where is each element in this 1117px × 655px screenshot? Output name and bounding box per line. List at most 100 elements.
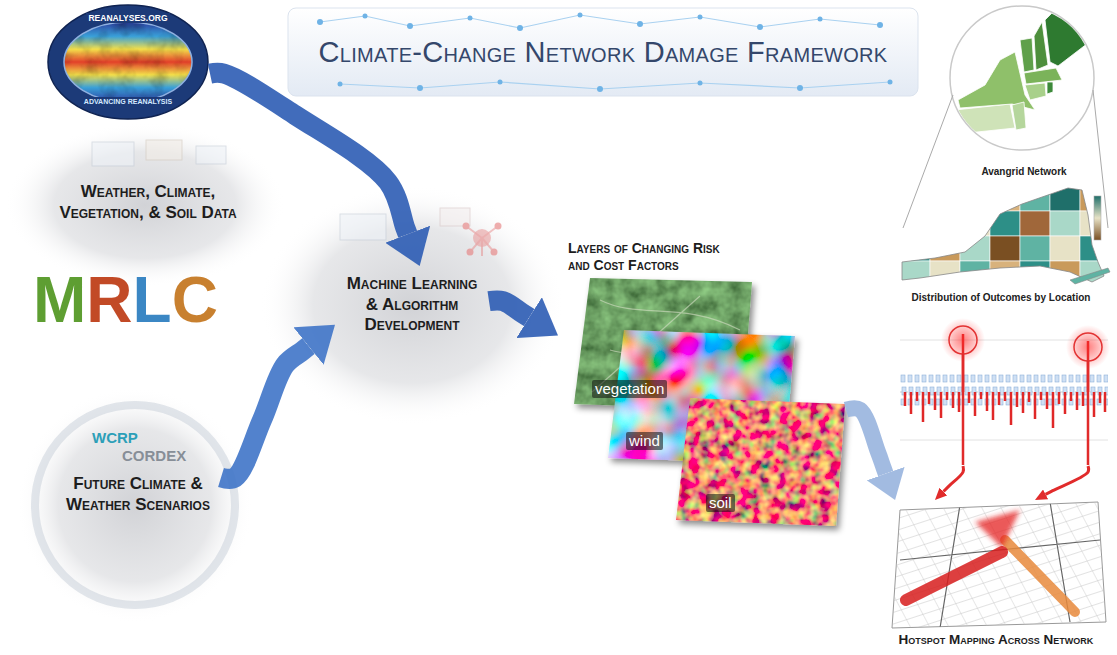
title-banner [468,16,473,21]
logo-wordmark: CORDEX [122,447,186,464]
node-text: Layers of Changing Risk and Cost Factors [568,240,728,274]
hotspot-map: Hotspot Mapping Across Network [880,500,1112,652]
title-banner [417,85,423,91]
county-map [930,211,960,236]
node-text: Hotspot Mapping Across Network [897,632,1096,648]
network-hotspot-map [880,495,1115,635]
county-map [960,186,990,211]
region-map [1020,38,1034,72]
county-map [990,211,1020,236]
node-text: wind [626,432,663,450]
region-map [1047,82,1053,94]
county-map [1094,196,1101,240]
flow-arrow [489,301,529,318]
title-banner [320,15,880,28]
region-map [955,5,1092,134]
county-map [902,188,1104,282]
region-map [1045,5,1092,66]
background-blob [35,405,235,605]
layer-tile: vegetation [574,278,752,410]
faint-thumbnail [196,146,226,164]
flow-arrow [846,408,886,473]
title-banner [877,22,883,28]
title-banner [288,8,918,96]
region-map [950,6,1094,150]
faint-thumbnail [466,226,498,256]
county-map [930,236,960,261]
region-map [1012,102,1026,130]
county-map [1050,236,1080,261]
title-banner [338,82,343,87]
county-map [1020,186,1050,211]
region-map [955,104,1015,134]
process-box: Machine Learning & Algorithm Development [335,266,489,344]
title-banner [578,13,583,18]
node-text: REANALYSES.ORG [86,13,169,23]
county-map [1050,186,1080,211]
logo-wordmark: MRLC [33,268,218,332]
title-banner [517,25,523,31]
node-text: Distribution of Outcomes by Location [910,292,1093,304]
flow-arrow [221,346,309,479]
faint-thumbnail [495,223,502,230]
county-map [990,236,1020,261]
node-text: ADVANCING REANALYSIS [82,97,174,106]
faint-thumbnail [146,140,182,160]
region-map [1025,83,1046,100]
flow-arrow [943,466,963,492]
county-map [900,186,930,211]
title-banner [637,21,643,27]
county-map [1020,261,1050,286]
title-banner [698,81,703,86]
network-hotspot-map [880,495,1115,635]
title-banner [498,80,503,85]
data-source-box: Weather, Climate, Vegetation, & Soil Dat… [40,174,256,231]
region-map [903,5,1108,228]
network-hotspot-map [975,510,1020,548]
county-map [1050,211,1080,236]
node-text: vegetation [592,380,667,398]
reanalysis-logo [64,22,192,102]
outcome-plot [963,354,1088,465]
title-banner [757,24,763,30]
network-hotspot-map [900,502,1100,628]
county-map [960,236,990,261]
title-banner [363,14,368,19]
connector-group [210,73,1089,495]
logo-wordmark: WCRP [92,429,138,446]
reanalysis-logo [64,22,192,102]
network-hotspot-map [880,495,1115,635]
layer-tiles [676,398,845,526]
title-banner [698,15,703,20]
county-map [930,261,960,286]
faint-thumbnail [491,249,498,256]
title-banner [597,86,603,92]
title-banner [407,23,413,29]
layer-tiles [676,398,845,526]
flow-arrow [210,73,408,234]
scenario-box: Future Climate & Weather Scenarios [55,466,221,523]
node-text: Future Climate & Weather Scenarios [63,474,213,515]
reanalysis-logo [48,5,208,119]
outcome-plot [949,326,977,354]
county-map [960,261,990,286]
county-map [990,261,1020,286]
title-banner [317,19,323,25]
county-map [1020,211,1050,236]
faint-thumbnail [340,214,386,240]
background-blob [5,123,285,287]
county-map [1020,236,1050,261]
county-map [900,186,1110,286]
county-map [930,186,960,211]
logo-badge: REANALYSES.ORG ADVANCING REANALYSIS [46,4,210,120]
county-map [1070,268,1110,284]
faint-thumbnail [92,142,134,166]
node-text: Avangrid Network [979,166,1068,178]
title-banner [288,8,918,96]
outcome-plot [1074,333,1102,361]
county-map [900,186,1110,286]
outcome-chart: Distribution of Outcomes by Location [890,290,1112,466]
faint-thumbnail [463,223,470,230]
title-banner [797,85,803,91]
